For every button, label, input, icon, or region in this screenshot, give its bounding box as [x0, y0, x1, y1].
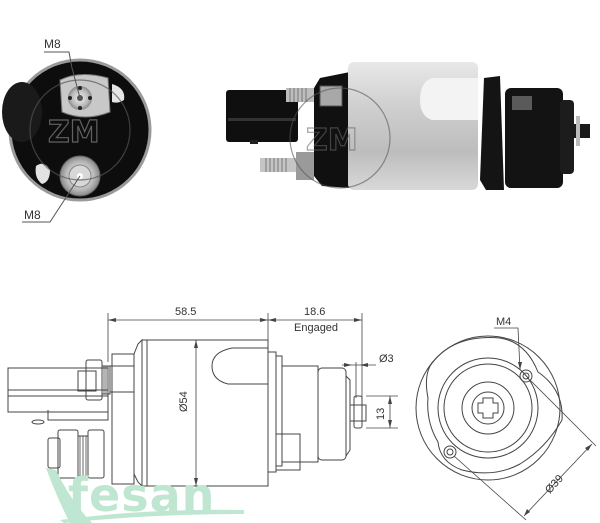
dimension-lines: [107, 313, 398, 486]
terminal-thread-label-bottom: M8: [24, 208, 41, 222]
end-view-drawing: [415, 335, 563, 481]
pin-diameter-dim: Ø3: [379, 353, 394, 365]
terminal-thread-label-top: M8: [44, 37, 61, 51]
plunger-travel-dim: 18.6: [304, 306, 326, 318]
brand-watermark: fesan: [68, 468, 216, 522]
end-view-photo: ZM: [2, 51, 152, 223]
body-diameter-dim: Ø54: [178, 391, 190, 412]
plunger-width-dim: 13: [375, 407, 387, 420]
mount-thread-label: M4: [496, 316, 512, 328]
body-length-dim: 58.5: [175, 306, 197, 318]
side-view-drawing: [7, 338, 367, 488]
end-view-dimensions: [453, 327, 597, 521]
svg-text:ZM: ZM: [306, 123, 358, 158]
svg-text:ZM: ZM: [48, 115, 100, 150]
side-view-photo: ZM: [226, 62, 590, 190]
plunger-travel-note: Engaged: [294, 322, 339, 334]
dimension-arrows: [108, 318, 392, 486]
